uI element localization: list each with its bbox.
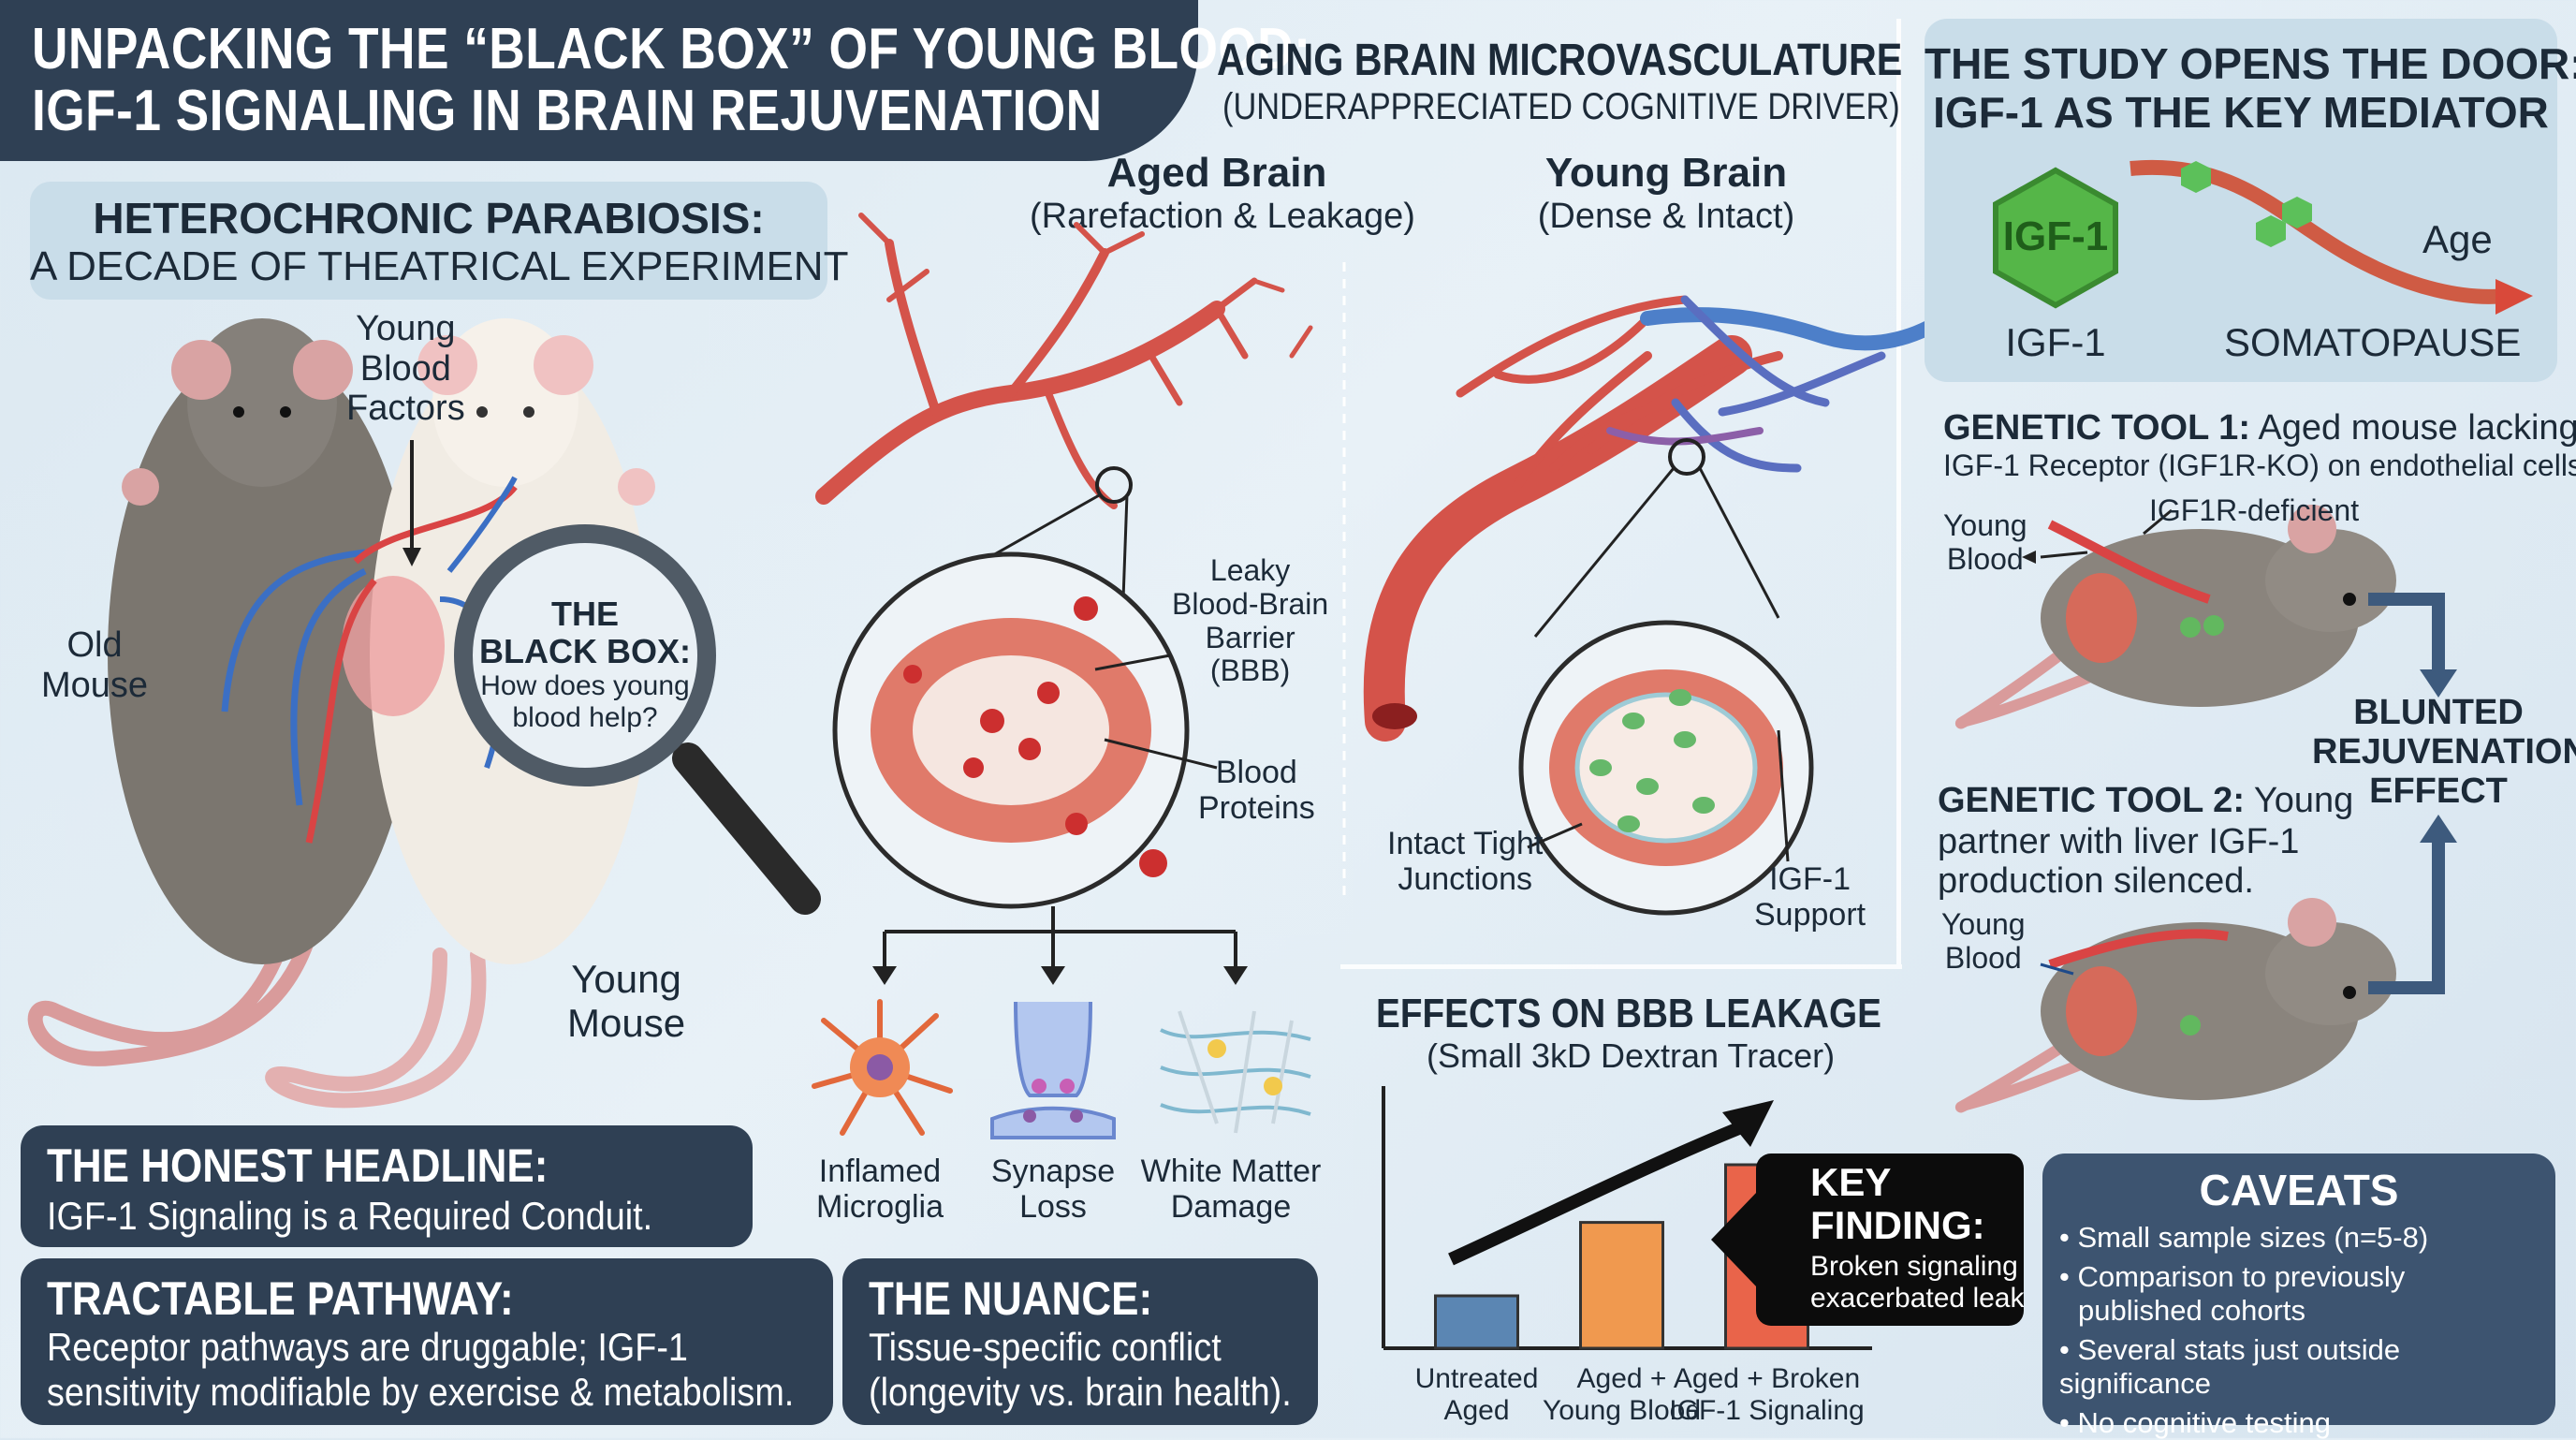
study-box: THE STUDY OPENS THE DOOR: IGF-1 AS THE K… — [1925, 19, 2576, 382]
parabiosis-heading: HETEROCHRONIC PARABIOSIS: — [93, 194, 765, 242]
black-box-question: How does young blood help? — [480, 670, 690, 733]
nuance-title: THE NUANCE: — [869, 1272, 1153, 1325]
age-label: Age — [2422, 217, 2493, 261]
chart-category-label: Aged + Broken — [1674, 1363, 1860, 1394]
young-mouse-tail — [265, 948, 487, 1109]
nuance-box: THE NUANCE: Tissue-specific conflict (lo… — [842, 1258, 1318, 1425]
title-line-2: IGF-1 SIGNALING IN BRAIN REJUVENATION — [32, 79, 1103, 143]
key-finding-box: KEY FINDING: Broken signaling exacerbate… — [1711, 1153, 2025, 1326]
young-blood-factors-label: Young Blood Factors — [346, 309, 465, 429]
aged-brain-title: Aged Brain — [1106, 150, 1327, 196]
igf1-support-label: IGF-1 Support — [1754, 861, 1866, 933]
chart-category-label: Young Blood — [1543, 1395, 1701, 1426]
outcome-synapse-loss: Synapse Loss — [990, 1153, 1116, 1226]
trend-arrow-head — [1722, 1100, 1774, 1147]
parabiosis-subheading: A DECADE OF THEATRICAL EXPERIMENT — [30, 243, 849, 289]
old-mouse-tail — [27, 929, 316, 1066]
study-heading: THE STUDY OPENS THE DOOR: IGF-1 AS THE K… — [1925, 39, 2576, 137]
key-finding-text: Broken signaling exacerbated leak — [1810, 1251, 2025, 1314]
igf1-hexagon-label: IGF-1 — [2002, 213, 2109, 259]
microvasculature-heading: AGING BRAIN MICROVASCULATURE — [1217, 36, 1903, 85]
leaky-bbb-label: Leaky Blood-Brain Barrier (BBB) — [1172, 553, 1329, 688]
title-line-1: UNPACKING THE “BLACK BOX” OF YOUNG BLOOD… — [32, 17, 1311, 81]
young-mouse-label: Young Mouse — [567, 957, 686, 1046]
blunted-rejuvenation-label: BLUNTED REJUVENATION EFFECT — [2312, 693, 2576, 811]
caveat-item: • Small sample sizes (n=5-8) — [2059, 1221, 2429, 1254]
key-finding-title: KEY FINDING: — [1810, 1160, 1985, 1247]
tractable-pathway-line-1: Receptor pathways are druggable; IGF-1 — [47, 1325, 688, 1369]
tractable-pathway-line-2: sensitivity modifiable by exercise & met… — [47, 1370, 795, 1414]
genetic-tool-2-line-1: GENETIC TOOL 2: Young — [1938, 781, 2354, 820]
tool1-young-blood-label: Young Blood — [1943, 508, 2027, 576]
aged-brain-subtitle: (Rarefaction & Leakage) — [1030, 197, 1415, 236]
intact-tight-junctions-label: Intact Tight Junctions — [1387, 826, 1544, 898]
somatopause-label: SOMATOPAUSE — [2224, 320, 2522, 364]
igf1-hexagon — [1993, 167, 2118, 309]
microglia-icon — [812, 999, 953, 1136]
magnifier-glass — [454, 524, 716, 786]
igf1-caption: IGF-1 — [2005, 320, 2106, 364]
black-box-title: THE BLACK BOX: — [479, 595, 691, 671]
caveat-item: • No cognitive testing — [2059, 1406, 2332, 1439]
old-mouse-label: Old Mouse — [41, 625, 149, 705]
genetic-tool-2-line-2: partner with liver IGF-1 — [1938, 822, 2300, 861]
chart-title: EFFECTS ON BBB LEAKAGE — [1376, 991, 1881, 1036]
honest-headline-box: THE HONEST HEADLINE: IGF-1 Signaling is … — [21, 1125, 753, 1247]
caveat-item: • Several stats just outside significanc… — [2059, 1333, 2401, 1400]
young-brain-subtitle: (Dense & Intact) — [1537, 197, 1795, 236]
chart-category-label: IGF-1 Signaling — [1669, 1395, 1864, 1426]
chart-category-label: Aged + — [1577, 1363, 1667, 1394]
synapse-icon — [990, 1001, 1116, 1139]
nuance-line-2: (longevity vs. brain health). — [869, 1370, 1292, 1414]
tool1-deficient-label: IGF1R-deficient — [2149, 493, 2360, 527]
parabiosis-heading-box: HETEROCHRONIC PARABIOSIS: A DECADE OF TH… — [30, 182, 849, 300]
caveats-title: CAVEATS — [2199, 1166, 2399, 1214]
trend-arrow — [1448, 1117, 1753, 1266]
chart-category-label: Untreated — [1415, 1363, 1539, 1394]
chart-bar — [1579, 1221, 1664, 1350]
honest-headline-title: THE HONEST HEADLINE: — [47, 1139, 549, 1192]
divider-chart — [1340, 964, 1902, 969]
young-vessel-network — [1363, 295, 1936, 742]
divider-vertical — [1896, 19, 1901, 964]
old-mouse-body — [108, 346, 417, 964]
caveats-list: • Small sample sizes (n=5-8) • Compariso… — [2059, 1221, 2546, 1440]
genetic-tool-1-line-1: GENETIC TOOL 1: Aged mouse lacking — [1943, 408, 2576, 448]
chart-subtitle: (Small 3kD Dextran Tracer) — [1427, 1036, 1836, 1075]
genetic-tool-2-line-3: production silenced. — [1938, 861, 2254, 901]
chart-category-label: Aged — [1443, 1395, 1509, 1426]
title-banner: UNPACKING THE “BLACK BOX” OF YOUNG BLOOD… — [0, 0, 1310, 161]
outcome-inflamed-microglia: Inflamed Microglia — [815, 1153, 944, 1226]
genetic-tool-1-line-2: IGF-1 Receptor (IGF1R-KO) on endothelial… — [1943, 448, 2576, 482]
tool2-young-blood-label: Young Blood — [1941, 907, 2026, 975]
caveats-box: CAVEATS • Small sample sizes (n=5-8) • C… — [2042, 1153, 2555, 1439]
somatopause-graphic — [1993, 159, 2533, 315]
white-matter-icon — [1160, 1010, 1311, 1134]
nuance-line-1: Tissue-specific conflict — [869, 1325, 1222, 1369]
young-brain-title: Young Brain — [1544, 150, 1788, 196]
tractable-pathway-title: TRACTABLE PATHWAY: — [47, 1272, 514, 1325]
outcome-white-matter-damage: White Matter Damage — [1140, 1153, 1322, 1226]
chart-bar — [1434, 1294, 1519, 1350]
honest-headline-text: IGF-1 Signaling is a Required Conduit. — [47, 1194, 653, 1238]
microvasculature-subheading: (UNDERAPPRECIATED COGNITIVE DRIVER) — [1222, 86, 1900, 127]
blood-proteins-label: Blood Proteins — [1198, 755, 1315, 827]
tractable-pathway-box: TRACTABLE PATHWAY: Receptor pathways are… — [21, 1258, 833, 1425]
